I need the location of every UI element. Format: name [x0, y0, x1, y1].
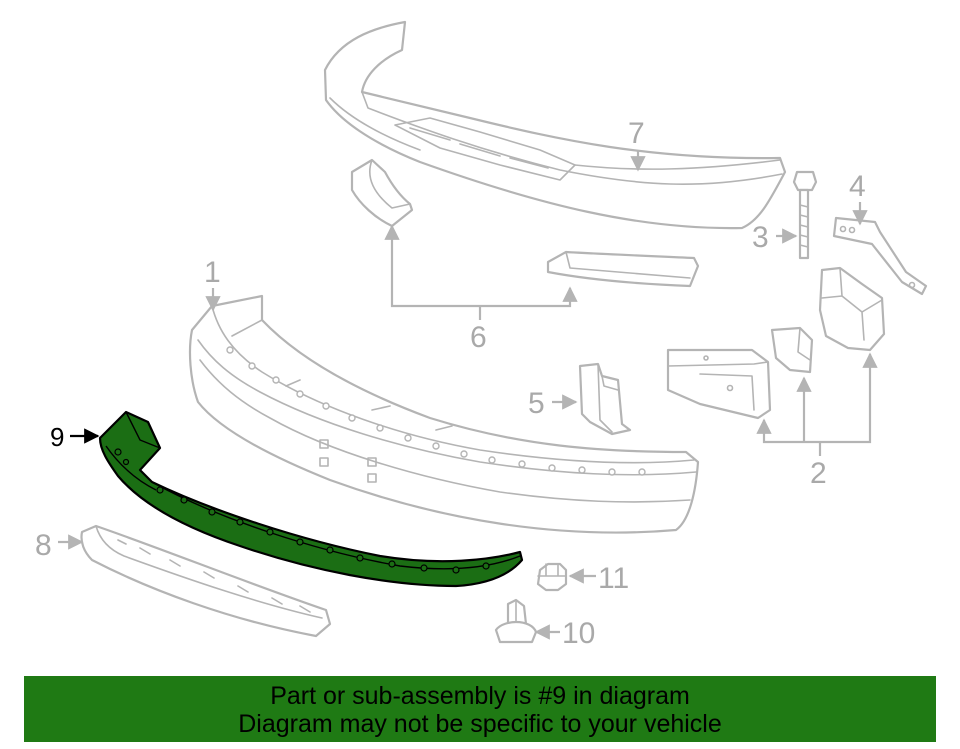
part-6-fillers	[350, 158, 700, 288]
callout-6: 6	[470, 321, 487, 354]
callout-11: 11	[598, 562, 629, 595]
callout-labels: 7 3 4 6 1 5 2 8 11 10 9	[35, 117, 866, 650]
part-7-upper-bumper	[323, 20, 787, 230]
callout-7: 7	[628, 117, 645, 150]
callout-4: 4	[849, 170, 866, 203]
part-2-brackets	[666, 266, 886, 420]
info-banner: Part or sub-assembly is #9 in diagram Di…	[24, 676, 936, 742]
banner-line-disclaimer: Diagram may not be specific to your vehi…	[238, 710, 722, 738]
callout-5: 5	[528, 387, 545, 420]
banner-line-part: Part or sub-assembly is #9 in diagram	[270, 682, 690, 710]
part-8-valance	[80, 524, 332, 638]
part-11-clip	[536, 562, 568, 592]
part-10-push-pin	[494, 598, 538, 644]
part-9-air-deflector	[98, 410, 524, 588]
callout-3: 3	[752, 221, 769, 254]
leader-lines	[58, 150, 878, 640]
part-3-bolt	[792, 170, 818, 260]
part-5-bracket	[578, 362, 632, 436]
part-1-bumper	[188, 294, 700, 534]
callout-8: 8	[35, 529, 52, 562]
callout-2: 2	[810, 457, 827, 490]
part-4-bracket	[832, 216, 928, 296]
callout-10: 10	[562, 617, 595, 650]
callout-1: 1	[204, 256, 221, 289]
callout-9: 9	[50, 422, 64, 452]
